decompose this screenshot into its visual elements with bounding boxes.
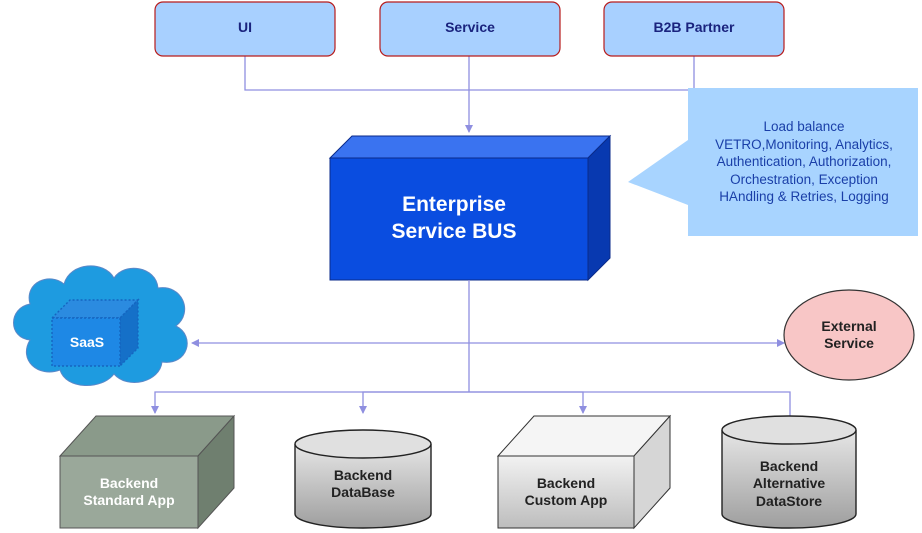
distribution-connectors <box>151 280 791 416</box>
external-service-label: External Service <box>821 317 877 352</box>
arrow-to-database <box>359 391 469 414</box>
backend-custom-app-box <box>496 414 672 530</box>
ui-label: UI <box>238 19 252 36</box>
service-label: Service <box>445 19 495 36</box>
esb-block <box>328 134 612 282</box>
top-connectors <box>244 56 695 133</box>
esb-label: Enterprise Service BUS <box>391 192 517 243</box>
backend-database-cylinder <box>294 429 432 529</box>
features-callout-text: Load balance VETRO,Monitoring, Analytics… <box>715 119 893 204</box>
backend-alt-datastore-label: Backend Alternative DataStore <box>752 457 826 509</box>
arrow-to-custom-app <box>469 391 587 414</box>
saas-cube <box>50 298 140 368</box>
ui-box <box>154 1 336 57</box>
b2b-partner-box <box>603 1 785 57</box>
arrow-to-standard-app <box>151 391 469 414</box>
backend-standard-app-box <box>58 414 236 530</box>
external-service-ellipse <box>783 289 915 381</box>
backend-standard-app-label: Backend Standard App <box>83 474 175 509</box>
features-callout-shape <box>628 88 918 236</box>
saas-label: SaaS <box>69 334 105 351</box>
b2b-partner-label: B2B Partner <box>653 19 735 36</box>
backend-alt-datastore-cylinder <box>721 415 857 529</box>
backend-database-label: Backend DataBase <box>331 466 395 501</box>
backend-custom-app-label: Backend Custom App <box>524 474 608 509</box>
service-box <box>379 1 561 57</box>
line-to-alt-datastore <box>469 391 791 416</box>
